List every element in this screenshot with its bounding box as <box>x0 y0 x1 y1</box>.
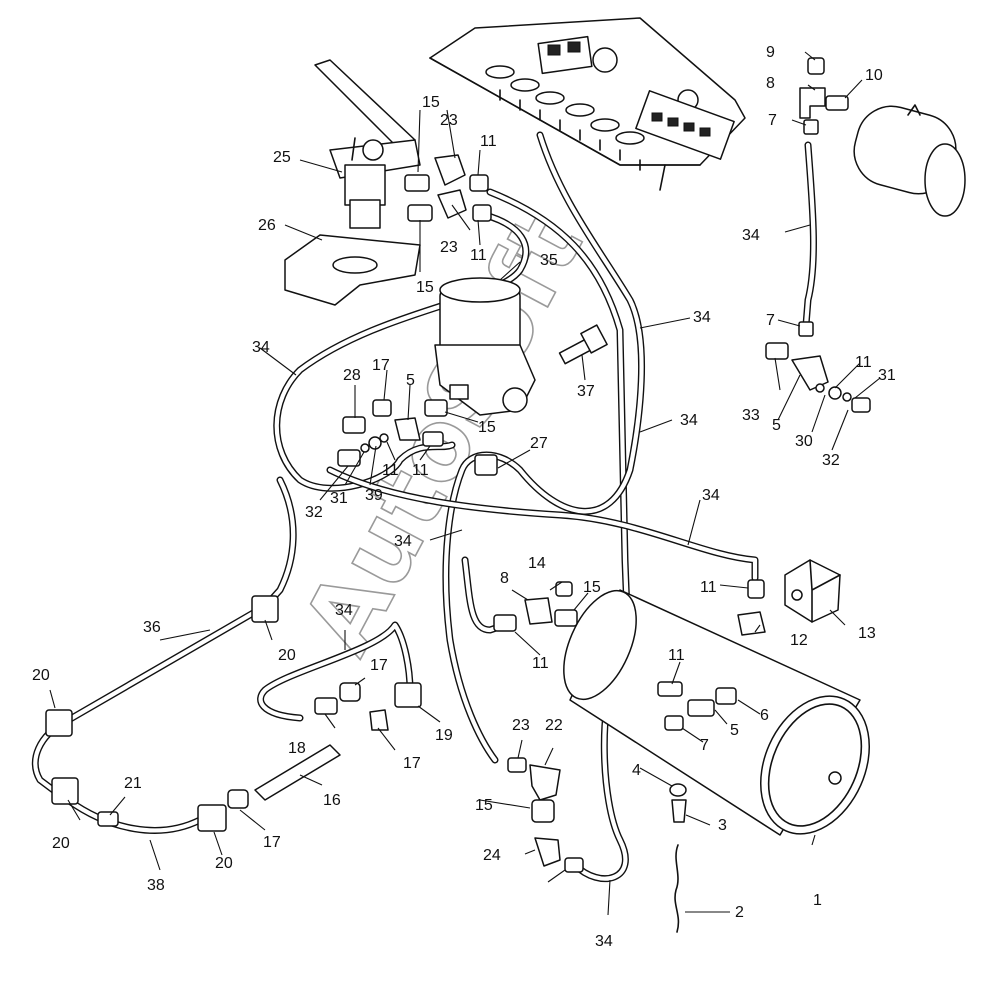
label-31-b: 31 <box>878 367 896 384</box>
label-14: 14 <box>528 555 546 572</box>
bolt <box>558 324 608 365</box>
air-tubes <box>31 131 817 883</box>
label-6: 6 <box>760 707 769 724</box>
label-15-e: 15 <box>475 797 493 814</box>
label-3: 3 <box>718 817 727 834</box>
label-2: 2 <box>735 904 744 921</box>
label-10: 10 <box>865 67 883 84</box>
middle-fittings <box>337 399 498 476</box>
control-valve-unit <box>737 559 841 636</box>
lower-left-fittings <box>45 595 422 832</box>
label-18: 18 <box>288 740 306 757</box>
label-17-d: 17 <box>263 834 281 851</box>
label-23-c: 23 <box>512 717 530 734</box>
label-37: 37 <box>577 383 595 400</box>
brake-chamber <box>853 104 966 217</box>
air-dryer <box>434 277 536 416</box>
label-38: 38 <box>147 877 165 894</box>
label-20-b: 20 <box>32 667 50 684</box>
label-9: 9 <box>766 44 775 61</box>
label-11-h: 11 <box>668 647 685 664</box>
label-5-tank: 5 <box>730 722 739 739</box>
label-23-b: 23 <box>440 239 458 256</box>
label-11-e: 11 <box>412 462 429 479</box>
label-34-f: 34 <box>394 533 412 550</box>
label-7-tank: 7 <box>700 737 709 754</box>
label-34-a: 34 <box>742 227 760 244</box>
label-4: 4 <box>632 762 641 779</box>
label-7-mid: 7 <box>766 312 775 329</box>
label-21: 21 <box>124 775 142 792</box>
label-13: 13 <box>858 625 876 642</box>
label-28: 28 <box>343 367 361 384</box>
label-15-d: 15 <box>583 579 601 596</box>
label-19: 19 <box>435 727 453 744</box>
label-15-a: 15 <box>422 94 440 111</box>
part-labels: 1 2 3 4 5 5 5 6 7 7 7 8 8 9 10 11 11 11 … <box>32 44 896 950</box>
label-20-d: 20 <box>215 855 233 872</box>
label-34-h: 34 <box>595 933 613 950</box>
label-11-g: 11 <box>532 655 549 672</box>
label-5-middle: 5 <box>406 372 415 389</box>
label-32-b: 32 <box>822 452 840 469</box>
label-34-b: 34 <box>693 309 711 326</box>
label-20-c: 20 <box>52 835 70 852</box>
lower-fittings <box>507 757 584 873</box>
label-34-c: 34 <box>252 339 270 356</box>
label-30: 30 <box>795 433 813 450</box>
label-7-top: 7 <box>768 112 777 129</box>
label-33: 33 <box>742 407 760 424</box>
label-11-d: 11 <box>382 462 399 479</box>
label-11-c: 11 <box>855 354 872 371</box>
label-24: 24 <box>483 847 501 864</box>
upper-fittings <box>404 154 492 222</box>
label-15-b: 15 <box>416 279 434 296</box>
label-20-a: 20 <box>278 647 296 664</box>
label-26: 26 <box>258 217 276 234</box>
label-17-b: 17 <box>370 657 388 674</box>
label-17-a: 17 <box>372 357 390 374</box>
label-23-a: 23 <box>440 112 458 129</box>
label-11-a: 11 <box>480 133 497 150</box>
label-36: 36 <box>143 619 161 636</box>
label-25: 25 <box>273 149 291 166</box>
label-34-d: 34 <box>680 412 698 429</box>
label-39: 39 <box>365 487 383 504</box>
label-15-c: 15 <box>478 419 496 436</box>
right-upper-fittings <box>765 57 871 413</box>
label-16: 16 <box>323 792 341 809</box>
brake-valve-pedal <box>314 59 421 229</box>
label-34-e: 34 <box>702 487 720 504</box>
instrument-panel <box>429 17 746 191</box>
mounting-bracket <box>284 234 421 306</box>
label-11-f: 11 <box>700 579 717 596</box>
label-8-top: 8 <box>766 75 775 92</box>
label-31-a: 31 <box>330 490 348 507</box>
air-tank <box>563 589 871 836</box>
label-22: 22 <box>545 717 563 734</box>
label-5-right: 5 <box>772 417 781 434</box>
label-1: 1 <box>813 892 822 909</box>
label-32-a: 32 <box>305 504 323 521</box>
label-17-c: 17 <box>403 755 421 772</box>
label-11-b: 11 <box>470 247 487 264</box>
label-8-center: 8 <box>500 570 509 587</box>
label-27: 27 <box>530 435 548 452</box>
label-34-g: 34 <box>335 602 353 619</box>
tank-fittings <box>657 681 737 933</box>
center-fittings <box>493 581 578 632</box>
label-12: 12 <box>790 632 808 649</box>
label-35: 35 <box>540 252 558 269</box>
leader-lines <box>49 51 881 916</box>
